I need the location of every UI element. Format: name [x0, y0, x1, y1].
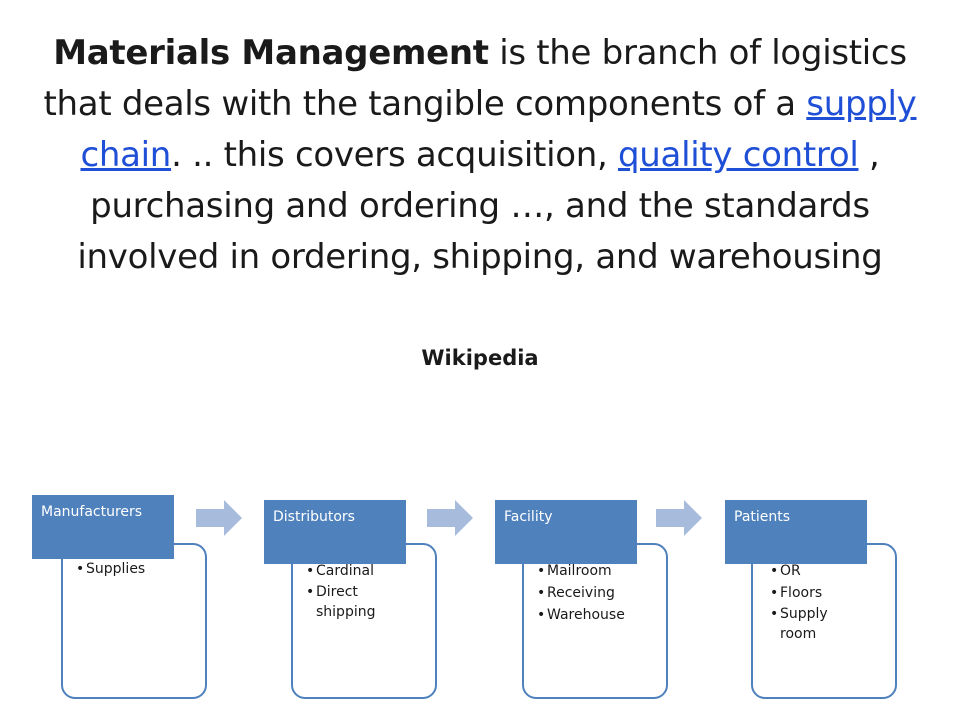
supply-chain-link[interactable]: supply chain	[80, 84, 917, 175]
arrow-right-icon	[196, 500, 242, 536]
stage-items: Supplies	[76, 558, 200, 580]
stage-items: Mailroom Receiving Warehouse	[537, 560, 665, 626]
definition-text: Materials Management is the branch of lo…	[40, 28, 920, 283]
stage-header: Facility	[495, 500, 637, 564]
list-item: Receiving	[537, 582, 665, 604]
stage-items: OR Floors Supply room	[770, 560, 890, 646]
list-item: Direct shipping	[306, 582, 396, 622]
stage-header: Patients	[725, 500, 867, 564]
list-item: OR	[770, 560, 890, 582]
stage-items: Cardinal Direct shipping	[306, 560, 432, 624]
source-citation: Wikipedia	[421, 346, 539, 370]
arrow-right-icon	[656, 500, 702, 536]
list-item: Warehouse	[537, 604, 665, 626]
list-item: Cardinal	[306, 560, 432, 582]
list-item: Supply room	[770, 604, 840, 644]
list-item: Floors	[770, 582, 890, 604]
definition-part-3: , purchasing and ordering …, and the sta…	[77, 135, 883, 277]
stage-header: Distributors	[264, 500, 406, 564]
stage-header: Manufacturers	[32, 495, 174, 559]
list-item: Supplies	[76, 558, 200, 580]
definition-part-2: . .. this covers acquisition,	[171, 135, 618, 175]
arrow-right-icon	[427, 500, 473, 536]
definition-part-1: is the branch of logistics that deals wi…	[43, 33, 908, 124]
list-item: Mailroom	[537, 560, 665, 582]
quality-control-link[interactable]: quality control	[618, 135, 859, 175]
term-bold: Materials Management	[53, 33, 489, 73]
